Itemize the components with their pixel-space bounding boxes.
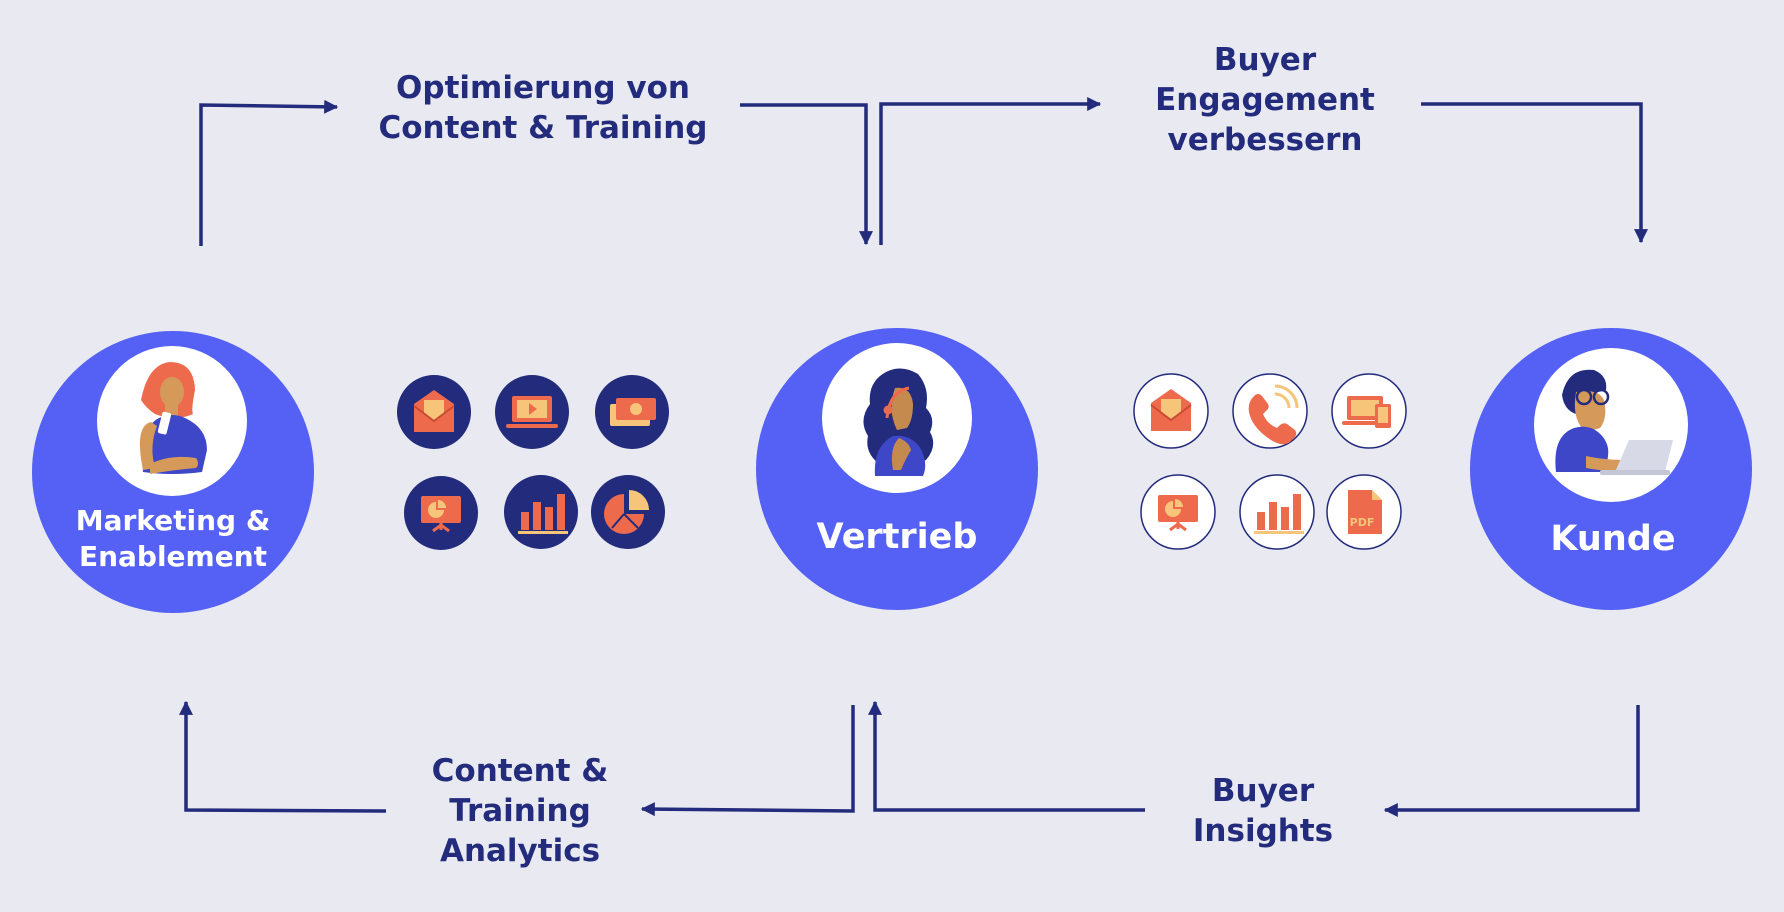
arrow-insights-to-sales bbox=[868, 700, 1145, 812]
customer-person-icon bbox=[1555, 369, 1673, 475]
presentation-icon bbox=[1158, 495, 1198, 532]
engagement-line1: Buyer bbox=[1213, 42, 1317, 78]
arrow-customer-to-insights bbox=[1383, 705, 1640, 817]
optimization-line2: Content & Training bbox=[378, 110, 708, 146]
devices-icon bbox=[1342, 396, 1391, 428]
marketing-label-line2: Enablement bbox=[78, 540, 268, 573]
sales-node bbox=[756, 328, 1038, 610]
pie-chart-icon bbox=[604, 490, 649, 534]
analytics-line2: Training bbox=[449, 793, 591, 829]
money-icon bbox=[610, 398, 656, 426]
marketing-person-icon bbox=[139, 362, 207, 474]
arrow-sales-to-engagement bbox=[879, 97, 1102, 245]
arrow-engagement-to-customer bbox=[1421, 102, 1648, 244]
customer-node bbox=[1470, 328, 1752, 610]
video-laptop-icon bbox=[506, 396, 558, 428]
optimization-line1: Optimierung von bbox=[396, 70, 690, 106]
flow-label-optimization: Optimierung von Content & Training bbox=[363, 68, 723, 148]
customer-node-label: Kunde bbox=[1550, 519, 1676, 559]
flow-label-engagement: Buyer Engagement verbessern bbox=[1125, 40, 1405, 160]
envelope-icon bbox=[1150, 389, 1192, 431]
engagement-line3: verbessern bbox=[1167, 122, 1363, 158]
sales-agent-icon bbox=[863, 368, 934, 476]
arrow-sales-to-analytics bbox=[640, 705, 855, 817]
flow-label-analytics: Content & Training Analytics bbox=[390, 751, 650, 871]
flow-label-insights: Buyer Insights bbox=[1153, 771, 1373, 851]
sales-node-label: Vertrieb bbox=[816, 517, 978, 557]
analytics-line1: Content & bbox=[431, 753, 609, 789]
pdf-text: PDF bbox=[1350, 516, 1375, 529]
bar-chart-icon bbox=[518, 494, 568, 534]
marketing-label-line1: Marketing & bbox=[75, 504, 271, 537]
insights-line2: Insights bbox=[1192, 813, 1334, 849]
arrow-analytics-to-marketing bbox=[179, 700, 387, 813]
engagement-icons: PDF bbox=[1150, 384, 1391, 534]
marketing-node bbox=[32, 331, 314, 613]
phone-icon bbox=[1248, 384, 1299, 445]
arrow-optimization-to-sales bbox=[740, 103, 873, 246]
content-assets-group bbox=[397, 375, 669, 550]
arrow-marketing-to-optimization bbox=[199, 99, 339, 246]
insights-line1: Buyer bbox=[1211, 773, 1315, 809]
pdf-icon: PDF bbox=[1348, 490, 1382, 534]
presentation-icon bbox=[421, 496, 461, 533]
analytics-line3: Analytics bbox=[439, 833, 601, 869]
marketing-node-label: Marketing & Enablement bbox=[53, 503, 293, 575]
bar-chart-icon bbox=[1254, 494, 1304, 534]
envelope-icon bbox=[413, 390, 455, 432]
engagement-line2: Engagement bbox=[1155, 82, 1375, 118]
